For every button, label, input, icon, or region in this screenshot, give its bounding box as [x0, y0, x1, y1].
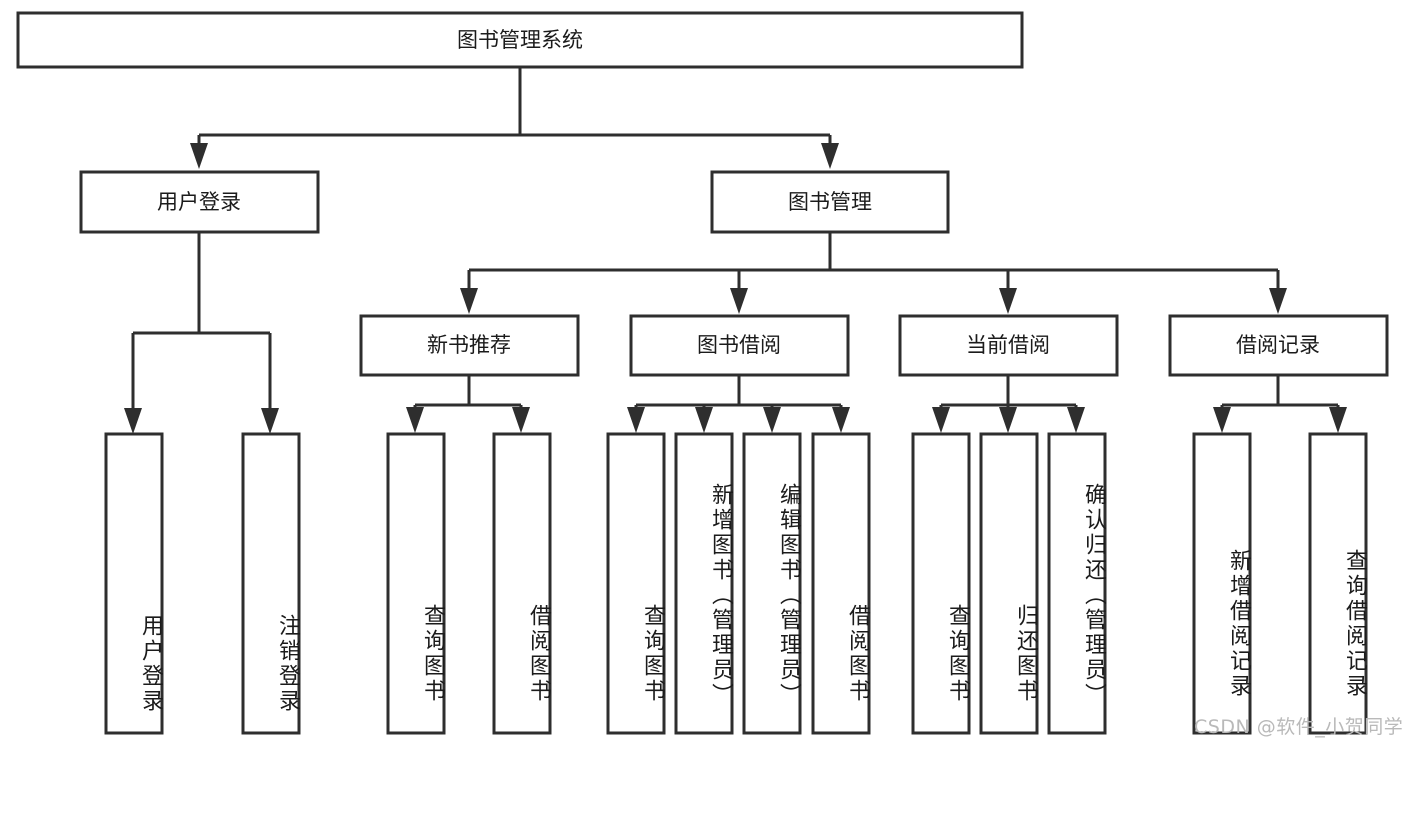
- leaf-box-user-login[interactable]: [104, 432, 164, 735]
- node-book-management-label: 图书管理: [788, 190, 872, 214]
- node-current-borrow-label: 当前借阅: [966, 333, 1050, 357]
- node-new-book-recommend-label: 新书推荐: [427, 333, 511, 357]
- leaf-box-borrow-book[interactable]: [811, 432, 871, 735]
- leaf-box-borrow-book-rec[interactable]: [492, 432, 552, 735]
- node-book-borrow-box[interactable]: [629, 314, 850, 377]
- leaf-box-query-borrow-record[interactable]: [1308, 432, 1368, 735]
- leaf-box-add-borrow-record[interactable]: [1192, 432, 1252, 735]
- connector-newbook-to-leaves: [406, 375, 530, 433]
- node-borrow-record-label: 借阅记录: [1236, 333, 1320, 357]
- connector-bookborrow-to-leaves: [627, 375, 850, 433]
- leaf-box-query-book-current[interactable]: [911, 432, 971, 735]
- node-current-borrow-box[interactable]: [898, 314, 1119, 377]
- diagram-canvas: 图书管理系统 用户登录 图书管理 新书推荐 图书借阅 当前借阅 借阅记录 用户登…: [16, 11, 1404, 738]
- tree-diagram-svg: 图书管理系统 用户登录 图书管理 新书推荐 图书借阅 当前借阅 借阅记录: [16, 11, 1389, 735]
- connector-userlogin-to-leaves: [124, 232, 279, 434]
- node-book-management-box[interactable]: [710, 170, 950, 234]
- leaf-box-confirm-return-admin[interactable]: [1047, 432, 1107, 735]
- node-root-box[interactable]: [16, 11, 1024, 69]
- connector-bookmgmt-to-level3: [460, 232, 1287, 314]
- leaf-box-logout[interactable]: [241, 432, 301, 735]
- leaf-box-query-book-borrow[interactable]: [606, 432, 666, 735]
- csdn-watermark: CSDN @软件_小贺同学: [1194, 716, 1404, 738]
- node-borrow-record-box[interactable]: [1168, 314, 1389, 377]
- node-book-borrow-label: 图书借阅: [697, 333, 781, 357]
- node-user-login-box[interactable]: [79, 170, 320, 234]
- node-root-label: 图书管理系统: [457, 28, 583, 52]
- leaf-box-return-book[interactable]: [979, 432, 1039, 735]
- leaf-box-add-book-admin[interactable]: [674, 432, 734, 735]
- node-user-login-label: 用户登录: [157, 190, 241, 214]
- leaf-box-query-book-rec[interactable]: [386, 432, 446, 735]
- leaf-box-edit-book-admin[interactable]: [742, 432, 802, 735]
- node-new-book-recommend-box[interactable]: [359, 314, 580, 377]
- connector-currentborrow-to-leaves: [932, 375, 1085, 433]
- connector-borrowrecord-to-leaves: [1213, 375, 1347, 433]
- connector-root-to-level2: [190, 67, 839, 169]
